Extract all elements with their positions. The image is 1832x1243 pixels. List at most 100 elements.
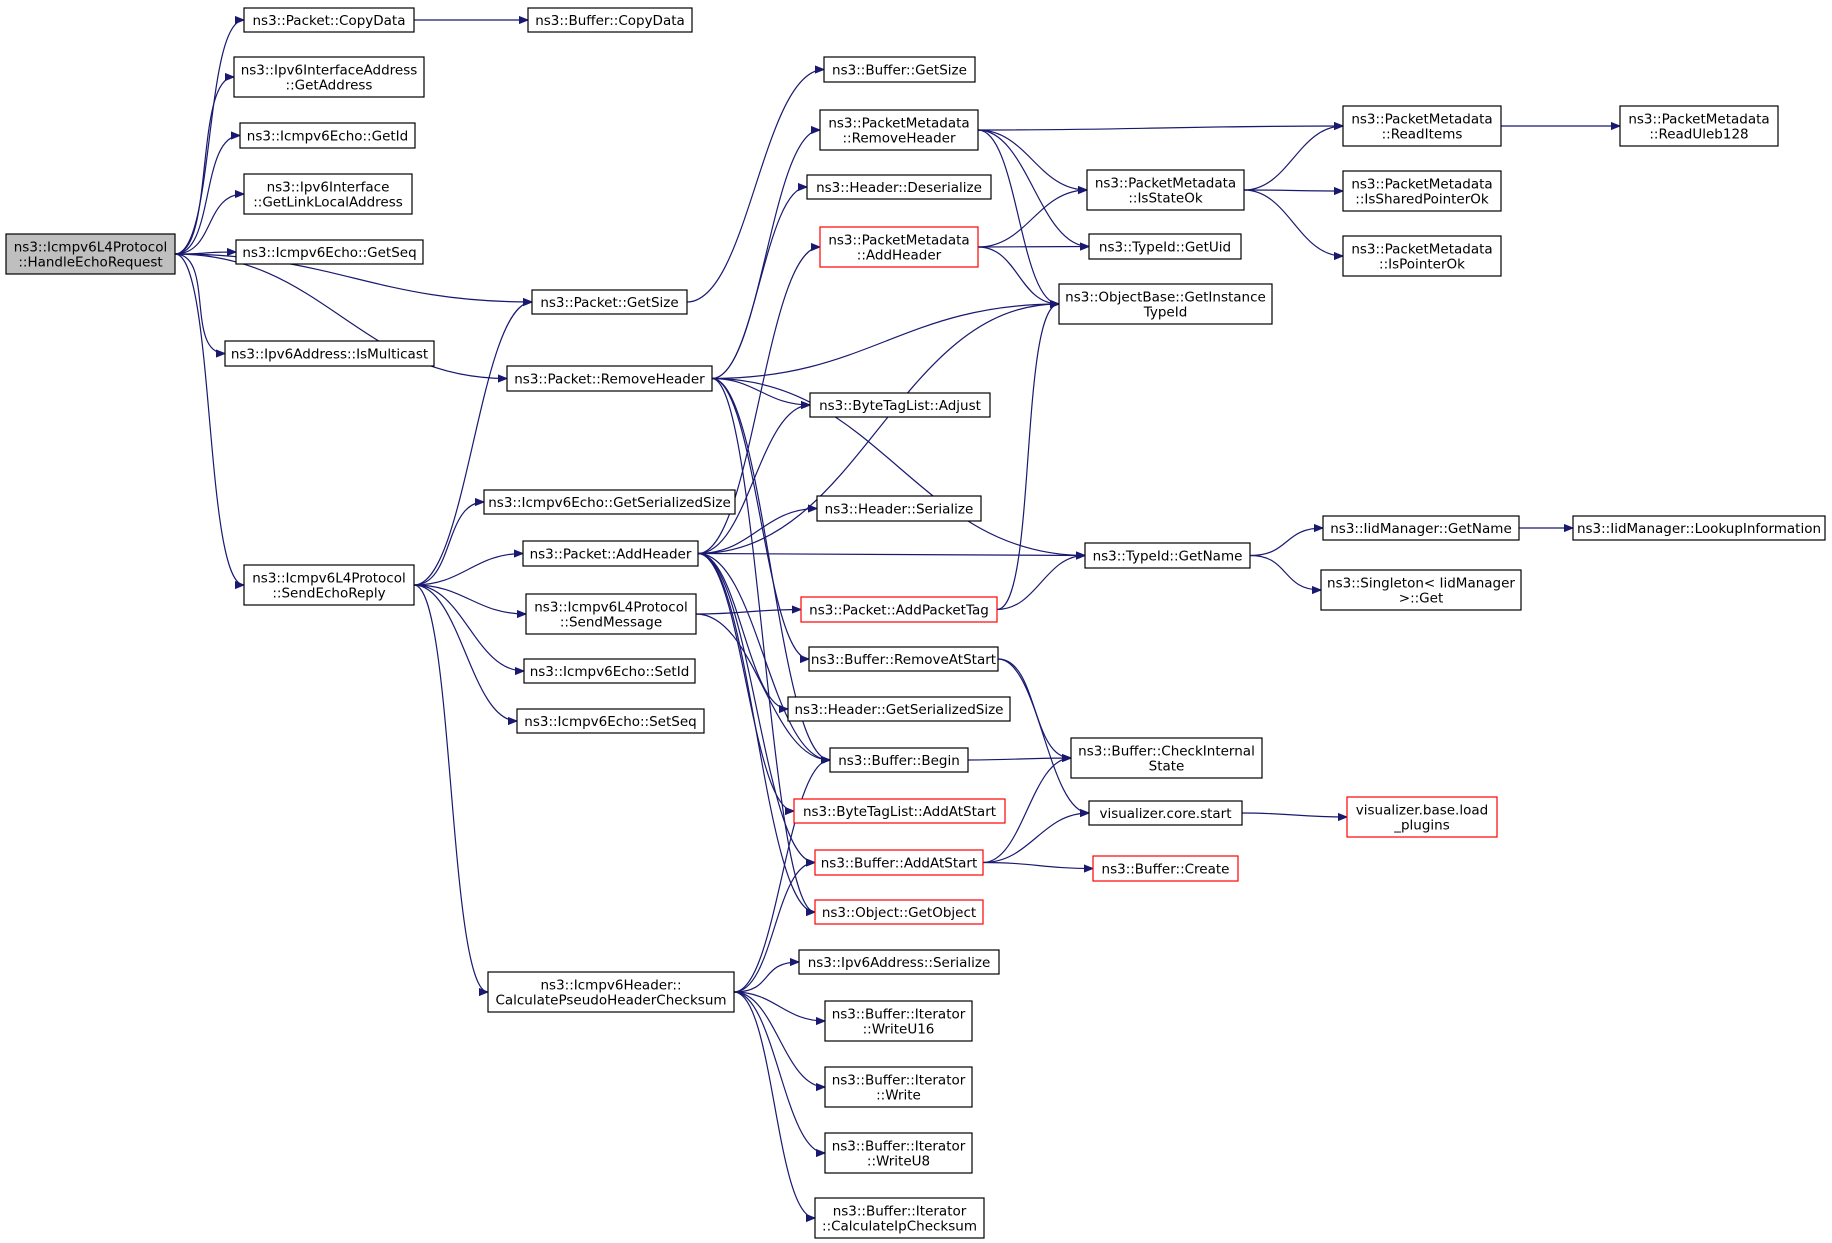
node-box [506, 365, 713, 392]
node-b_create[interactable]: ns3::Buffer::Create [1092, 855, 1239, 882]
edge-pm_removeheader-to-pm_readitems [977, 126, 1343, 131]
node-label: ::ReadUleb128 [1649, 127, 1748, 143]
node-box [824, 1132, 973, 1174]
edge-p_addheader-to-typeid_getname [697, 554, 1085, 556]
node-ipv6addr_ser[interactable]: ns3::Ipv6Address::Serialize [798, 949, 1000, 975]
node-btl_addatstart[interactable]: ns3::ByteTagList::AddAtStart [793, 798, 1006, 824]
node-b_addatstart[interactable]: ns3::Buffer::AddAtStart [814, 849, 984, 876]
edge-b_removeatstart-to-viz_core_start [997, 658, 1090, 813]
node-box [1086, 169, 1245, 211]
node-b_getsize[interactable]: ns3::Buffer::GetSize [823, 56, 976, 83]
node-label: ns3::Icmpv6Echo::GetSerializedSize [488, 495, 731, 511]
node-label: ns3::Ipv6Address::IsMulticast [231, 347, 428, 363]
edge-sendmessage-to-b_begin [695, 613, 830, 760]
edge-pm_isstateok-to-pm_readitems [1243, 126, 1343, 191]
edge-p_addheader-to-btl_addatstart [697, 552, 795, 812]
node-label: >::Get [1399, 591, 1443, 607]
node-box [823, 56, 976, 83]
node-it_calcip[interactable]: ns3::Buffer::Iterator::CalculateIpChecks… [814, 1197, 985, 1239]
node-pm_isstateok[interactable]: ns3::PacketMetadata::IsStateOk [1086, 169, 1245, 211]
node-pm_readuleb[interactable]: ns3::PacketMetadata::ReadUleb128 [1619, 105, 1779, 147]
node-box [235, 239, 424, 265]
node-box [1070, 737, 1263, 779]
node-label: ns3::Buffer::CopyData [535, 13, 685, 29]
node-h_serialize[interactable]: ns3::Header::Serialize [816, 495, 982, 522]
node-ipv6ia_getaddr[interactable]: ns3::Ipv6InterfaceAddress::GetAddress [233, 56, 425, 98]
node-label: ns3::Packet::AddHeader [530, 547, 692, 563]
node-calcpseudo[interactable]: ns3::Icmpv6Header::CalculatePseudoHeader… [487, 971, 735, 1013]
node-p_addpackettag[interactable]: ns3::Packet::AddPacketTag [800, 596, 998, 623]
edges-layer [174, 20, 1620, 1218]
node-label: ns3::Icmpv6Echo::GetSeq [242, 245, 416, 261]
node-label: ns3::TypeId::GetUid [1099, 240, 1231, 256]
node-it_write[interactable]: ns3::Buffer::Iterator::Write [824, 1066, 973, 1108]
edge-p_addheader-to-h_serialize [697, 509, 817, 555]
node-echo_setid[interactable]: ns3::Icmpv6Echo::SetId [523, 658, 696, 684]
node-box [233, 56, 425, 98]
node-h_deserialize[interactable]: ns3::Header::Deserialize [806, 174, 992, 200]
node-ipv6if_getlla[interactable]: ns3::Ipv6Interface::GetLinkLocalAddress [243, 173, 413, 215]
node-echo_getid[interactable]: ns3::Icmpv6Echo::GetId [239, 122, 416, 149]
node-label: ::IsSharedPointerOk [1355, 192, 1489, 208]
node-label: ns3::Buffer::Create [1102, 862, 1230, 878]
node-label: ::SendEchoReply [272, 586, 385, 602]
node-label: ns3::Buffer::Iterator [832, 1073, 966, 1089]
node-label: ::SendMessage [560, 615, 662, 631]
node-echo_setseq[interactable]: ns3::Icmpv6Echo::SetSeq [516, 708, 705, 734]
edge-p_removeheader-to-ob_getinsttid [711, 304, 1059, 380]
node-box [824, 1066, 973, 1108]
node-label: ns3::Packet::RemoveHeader [514, 372, 705, 388]
node-handle[interactable]: ns3::Icmpv6L4Protocol::HandleEchoRequest [5, 233, 176, 275]
node-p_removeheader[interactable]: ns3::Packet::RemoveHeader [506, 365, 713, 392]
node-h_getsersize[interactable]: ns3::Header::GetSerializedSize [787, 696, 1011, 722]
node-box [1084, 542, 1251, 569]
node-viz_base_load[interactable]: visualizer.base.load_plugins [1346, 796, 1498, 838]
edge-handle-to-ipv6if_getlla [174, 194, 244, 255]
edge-p_removeheader-to-b_removeatstart [711, 377, 810, 660]
node-p_copydata[interactable]: ns3::Packet::CopyData [243, 7, 415, 33]
node-ipv6addr_ismc[interactable]: ns3::Ipv6Address::IsMulticast [224, 340, 435, 367]
node-it_writeu16[interactable]: ns3::Buffer::Iterator::WriteU16 [824, 1000, 973, 1042]
edge-handle-to-ipv6addr_ismc [174, 253, 225, 354]
node-p_getsize[interactable]: ns3::Packet::GetSize [531, 289, 688, 315]
edge-sendechoreply-to-p_addheader [413, 554, 523, 586]
node-viz_core_start[interactable]: visualizer.core.start [1088, 800, 1243, 826]
node-btl_adjust[interactable]: ns3::ByteTagList::Adjust [809, 392, 991, 418]
node-typeid_getname[interactable]: ns3::TypeId::GetName [1084, 542, 1251, 569]
node-label: ns3::Buffer::AddAtStart [821, 856, 978, 872]
edge-handle-to-p_copydata [174, 20, 245, 255]
node-echo_getsersize[interactable]: ns3::Icmpv6Echo::GetSerializedSize [483, 489, 736, 515]
node-p_addheader[interactable]: ns3::Packet::AddHeader [522, 540, 699, 567]
node-b_copydata[interactable]: ns3::Buffer::CopyData [527, 7, 693, 33]
edge-typeid_getname-to-singleton_get [1249, 554, 1321, 591]
node-label: ::WriteU16 [863, 1022, 935, 1038]
edge-pm_removeheader-to-ob_getinsttid [977, 129, 1060, 304]
node-b_removeatstart[interactable]: ns3::Buffer::RemoveAtStart [808, 646, 999, 672]
node-singleton_get[interactable]: ns3::Singleton< IidManager>::Get [1320, 569, 1522, 611]
edge-pm_removeheader-to-typeid_getuid [977, 129, 1089, 247]
node-pm_addheader[interactable]: ns3::PacketMetadata::AddHeader [819, 226, 979, 268]
node-box [1320, 569, 1522, 611]
node-box [5, 233, 176, 275]
node-sendmessage[interactable]: ns3::Icmpv6L4Protocol::SendMessage [525, 593, 697, 635]
edge-p_addheader-to-o_getobject [697, 552, 815, 913]
node-echo_getseq[interactable]: ns3::Icmpv6Echo::GetSeq [235, 239, 424, 265]
node-pm_readitems[interactable]: ns3::PacketMetadata::ReadItems [1342, 105, 1502, 147]
node-sendechoreply[interactable]: ns3::Icmpv6L4Protocol::SendEchoReply [243, 564, 415, 606]
node-it_writeu8[interactable]: ns3::Buffer::Iterator::WriteU8 [824, 1132, 973, 1174]
node-typeid_getuid[interactable]: ns3::TypeId::GetUid [1088, 233, 1242, 260]
node-label: ::GetAddress [286, 78, 373, 94]
node-b_begin[interactable]: ns3::Buffer::Begin [829, 747, 969, 773]
node-pm_removeheader[interactable]: ns3::PacketMetadata::RemoveHeader [819, 109, 979, 151]
node-iid_getname[interactable]: ns3::IidManager::GetName [1322, 515, 1520, 541]
node-label: ::ReadItems [1382, 127, 1463, 143]
node-box [239, 122, 416, 149]
edge-sendechoreply-to-p_getsize [413, 302, 532, 586]
node-label: ns3::Buffer::RemoveAtStart [811, 652, 996, 668]
node-pm_isptrok[interactable]: ns3::PacketMetadata::IsPointerOk [1342, 235, 1502, 277]
node-iid_lookup[interactable]: ns3::IidManager::LookupInformation [1572, 515, 1826, 541]
node-o_getobject[interactable]: ns3::Object::GetObject [814, 899, 984, 925]
node-pm_issharedptrok[interactable]: ns3::PacketMetadata::IsSharedPointerOk [1342, 170, 1502, 212]
